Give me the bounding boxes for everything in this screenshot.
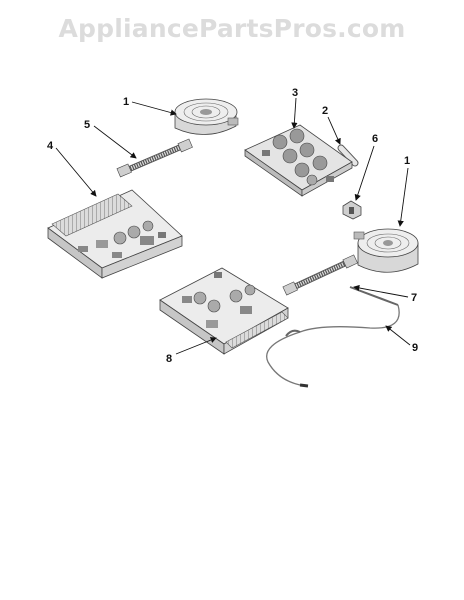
- filter-board: [244, 124, 353, 197]
- callout-1-right: 1: [404, 155, 410, 167]
- leader-line-1a: [131, 101, 177, 116]
- leader-line-3: [291, 97, 298, 129]
- control-board-left: [47, 189, 183, 279]
- ribbon-cable-lower: [282, 254, 358, 296]
- leader-line-5: [93, 125, 137, 159]
- watermark-text: AppliancePartsPros.com: [58, 14, 406, 43]
- fuse: [337, 144, 359, 167]
- callout-7: 7: [411, 292, 417, 304]
- leader-line-7: [353, 284, 409, 298]
- leader-line-6: [354, 145, 375, 201]
- temperature-sensor: [266, 286, 400, 388]
- fuse-clip: [342, 200, 362, 220]
- callout-8: 8: [166, 353, 172, 365]
- ribbon-cable-upper: [116, 138, 193, 178]
- callout-1-top: 1: [123, 96, 129, 108]
- callout-4: 4: [47, 140, 54, 152]
- control-board-lower: [159, 267, 289, 355]
- leader-line-9: [385, 325, 411, 346]
- leader-line-1b: [397, 167, 409, 227]
- callout-6: 6: [372, 133, 378, 145]
- callout-5: 5: [84, 119, 90, 131]
- leader-line-2: [327, 116, 341, 145]
- leader-line-8: [175, 337, 217, 355]
- induction-coil-top: [174, 98, 239, 135]
- callout-9: 9: [412, 342, 418, 354]
- leader-line-4: [55, 147, 97, 197]
- callout-3: 3: [292, 87, 298, 99]
- induction-coil-right: [353, 228, 419, 273]
- callout-2: 2: [322, 105, 328, 117]
